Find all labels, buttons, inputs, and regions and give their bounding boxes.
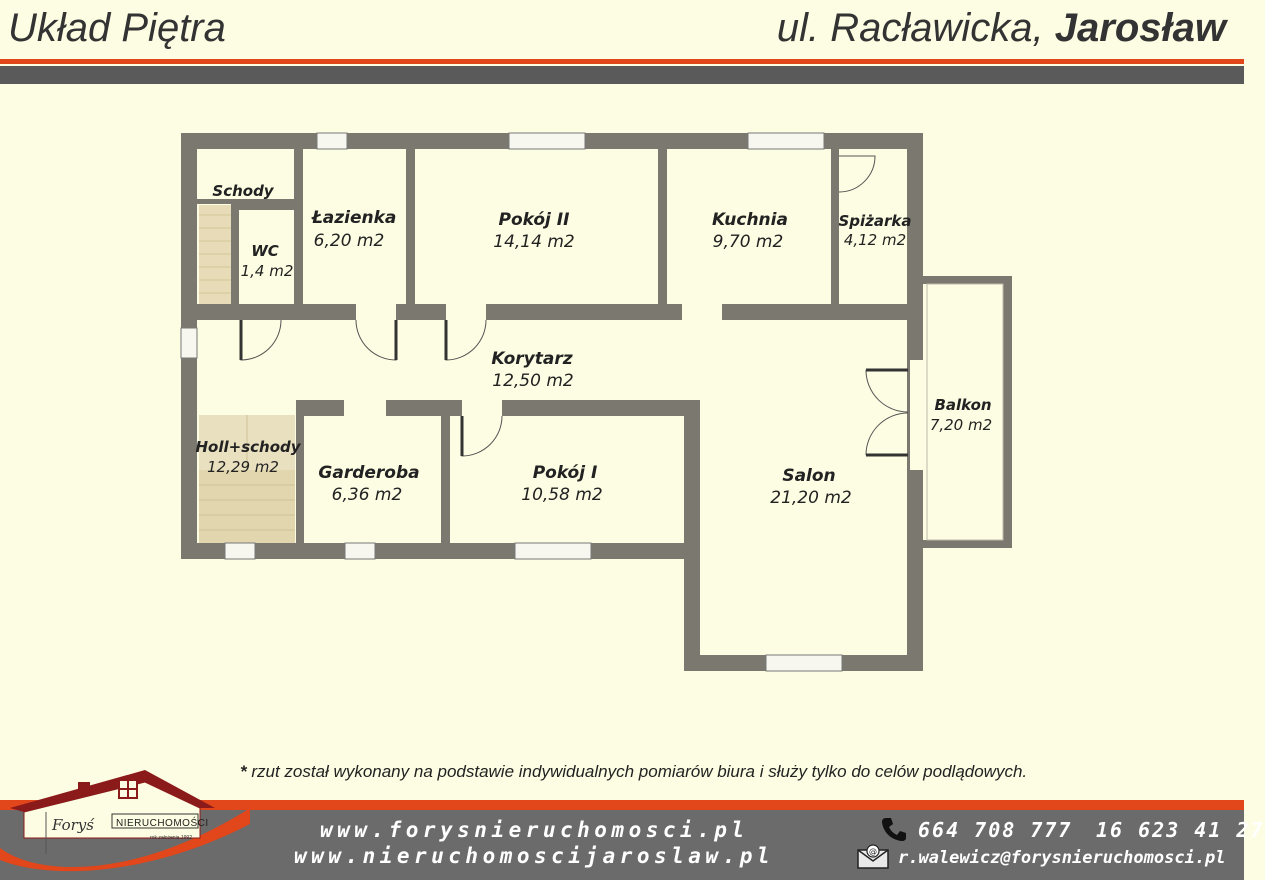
logo-house-icon bbox=[0, 770, 250, 880]
room-name-pokoj-2: Pokój II bbox=[499, 210, 570, 230]
room-area-balkon: 7,20 m2 bbox=[930, 416, 992, 434]
room-name-kuchnia: Kuchnia bbox=[712, 210, 788, 230]
company-logo: Foryś NIERUCHOMOŚCI rok założenia 1992 bbox=[0, 768, 250, 880]
room-area-korytarz: 12,50 m2 bbox=[492, 371, 573, 391]
stairs-upper bbox=[199, 205, 231, 305]
svg-text:@: @ bbox=[869, 847, 877, 856]
header-gray-band bbox=[0, 66, 1244, 84]
door-leaves bbox=[239, 320, 908, 457]
address-street: ul. Racławicka, bbox=[776, 6, 1044, 50]
phone-number-2[interactable]: 16 623 41 27 bbox=[1096, 818, 1265, 842]
logo-name: Foryś bbox=[52, 816, 94, 834]
windows bbox=[180, 132, 843, 672]
room-name-salon: Salon bbox=[782, 466, 835, 486]
stairs-lower bbox=[199, 415, 295, 543]
room-labels: Schody WC 1,4 m2 Łazienka 6,20 m2 Pokój … bbox=[195, 182, 992, 508]
room-area-wc: 1,4 m2 bbox=[241, 262, 294, 280]
logo-since: rok założenia 1992 bbox=[150, 835, 192, 841]
balcony-rail bbox=[926, 283, 1004, 541]
phone-icon bbox=[882, 818, 906, 841]
room-area-lazienka: 6,20 m2 bbox=[314, 231, 385, 251]
room-name-schody: Schody bbox=[212, 182, 274, 200]
doors bbox=[240, 155, 909, 457]
header-accent-line bbox=[0, 59, 1244, 64]
website-link-2[interactable]: www.nieruchomoscijaroslaw.pl bbox=[294, 844, 775, 868]
room-name-korytarz: Korytarz bbox=[491, 349, 572, 369]
address-city: Jarosław bbox=[1054, 6, 1226, 50]
room-area-spizarka: 4,12 m2 bbox=[844, 231, 906, 249]
footer-accent-line bbox=[0, 800, 1244, 810]
email-address[interactable]: r.walewicz@forysnieruchomosci.pl bbox=[898, 848, 1226, 868]
room-area-kuchnia: 9,70 m2 bbox=[713, 232, 784, 252]
note-asterisk: * bbox=[240, 762, 247, 781]
room-area-pokoj-2: 14,14 m2 bbox=[493, 232, 574, 252]
page-title: Układ Piętra bbox=[8, 6, 226, 50]
room-area-holl: 12,29 m2 bbox=[207, 458, 279, 476]
disclaimer-note: * rzut został wykonany na podstawie indy… bbox=[240, 762, 1027, 782]
room-name-holl: Holl+schody bbox=[195, 438, 301, 456]
room-area-garderoba: 6,36 m2 bbox=[332, 485, 403, 505]
room-name-balkon: Balkon bbox=[934, 396, 991, 414]
room-name-pokoj-1: Pokój I bbox=[533, 463, 598, 483]
room-name-garderoba: Garderoba bbox=[318, 463, 419, 483]
logo-brand: NIERUCHOMOŚCI bbox=[116, 818, 209, 829]
email-icon: @ bbox=[857, 844, 889, 869]
note-text: rzut został wykonany na podstawie indywi… bbox=[246, 762, 1028, 781]
website-link-1[interactable]: www.forysnieruchomosci.pl bbox=[320, 818, 749, 842]
room-name-lazienka: Łazienka bbox=[311, 208, 397, 228]
room-area-salon: 21,20 m2 bbox=[770, 488, 851, 508]
address: ul. Racławicka, Jarosław bbox=[777, 6, 1226, 51]
room-area-pokoj-1: 10,58 m2 bbox=[521, 485, 602, 505]
room-name-wc: WC bbox=[251, 242, 279, 260]
floor-plan: Schody WC 1,4 m2 Łazienka 6,20 m2 Pokój … bbox=[180, 132, 1012, 672]
room-name-spizarka: Spiżarka bbox=[838, 212, 911, 230]
header: Układ Piętra ul. Racławicka, Jarosław bbox=[0, 0, 1244, 86]
phone-number-1[interactable]: 664 708 777 bbox=[918, 818, 1073, 842]
